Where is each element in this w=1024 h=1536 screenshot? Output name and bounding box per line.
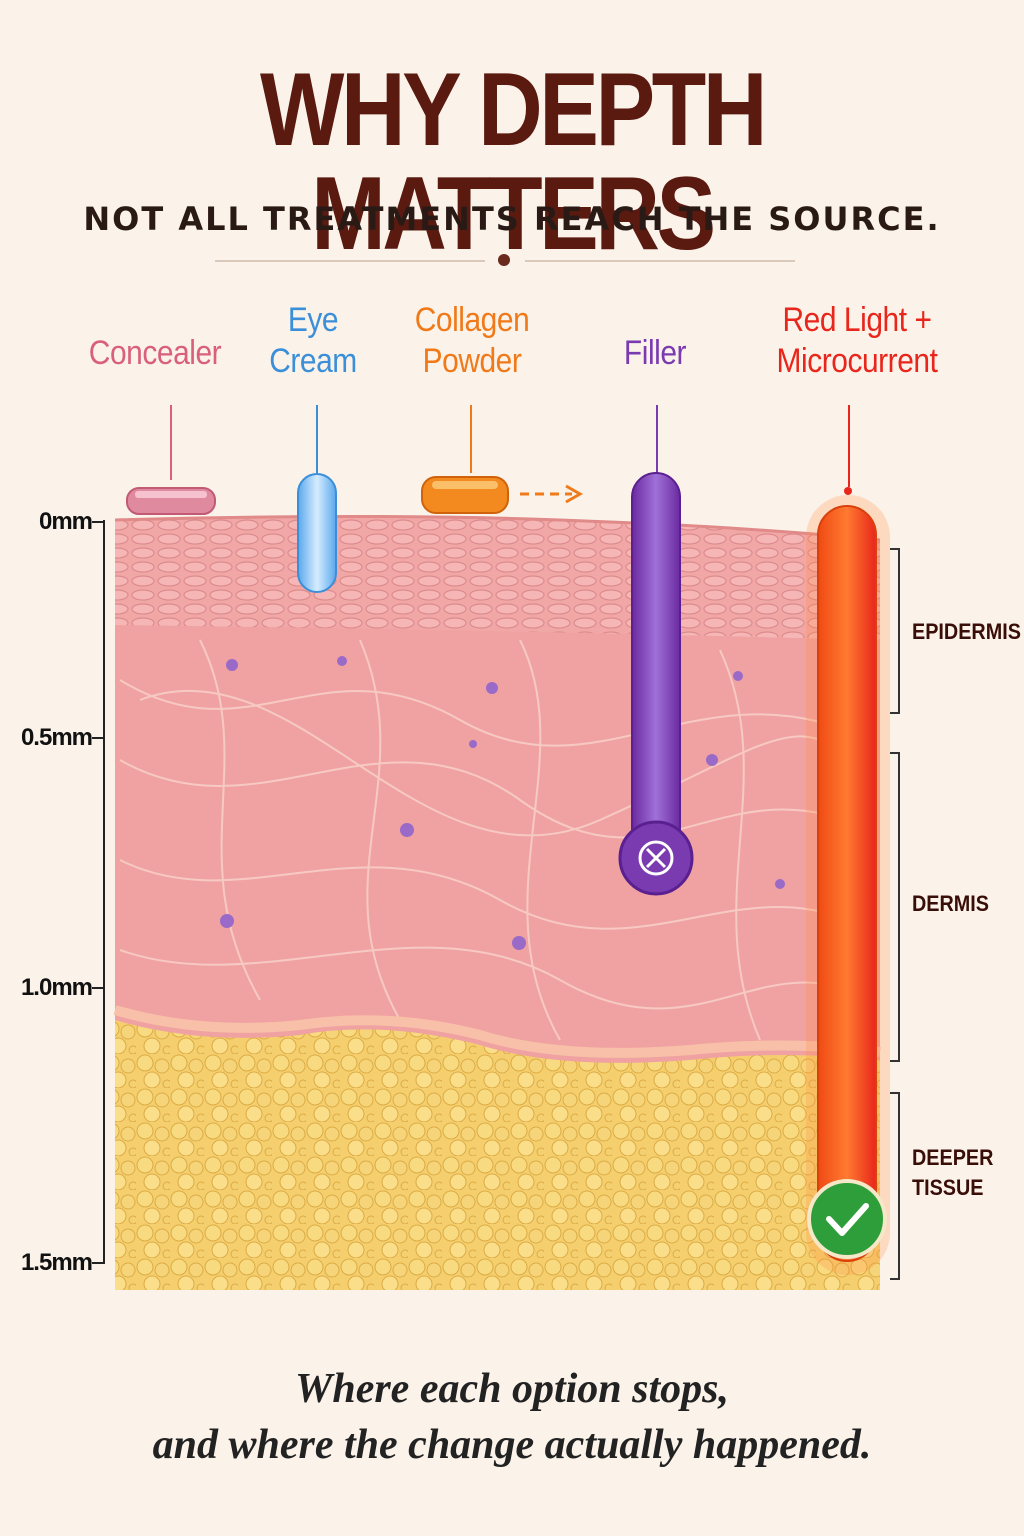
connector-filler [656,405,658,473]
bracket-epidermis [890,548,900,714]
layer-label-epidermis: EPIDERMIS [912,619,1021,644]
depth-tick-10 [92,987,104,989]
connector-eye-cream [316,405,318,473]
treatment-label-concealer: Concealer [88,334,222,372]
caption-line-1: Where each option stops, [294,1366,730,1412]
layer-label-dermis: DERMIS [912,891,990,916]
connector-concealer [170,405,172,480]
page-title: WHY DEPTH MATTERS [259,52,768,272]
x-circle-icon [618,820,694,896]
depth-label-05: 0.5mm [20,724,93,751]
treatment-label-eye-cream: Eye Cream [269,301,357,380]
depth-label-10: 1.0mm [20,974,93,1001]
depth-tick-0 [92,521,104,523]
depth-label-15: 1.5mm [20,1249,93,1276]
treatment-label-red-light-microcurrent: Red Light + Microcurrent [776,301,938,380]
treatment-label-filler: Filler [623,334,687,372]
red-light-tube [817,505,877,1262]
depth-axis [103,520,105,1264]
check-circle-icon [807,1179,887,1259]
divider-right [525,260,795,262]
connector-red-light [848,405,850,487]
depth-tick-05 [92,737,104,739]
layer-label-deeper-tissue: DEEPER TISSUE [912,1145,994,1200]
page-subtitle: NOT ALL TREATMENTS REACH THE SOURCE. [83,200,941,238]
depth-tick-15 [92,1262,104,1264]
connector-collagen-powder [470,405,472,473]
filler-tube [631,472,681,854]
caption-line-2: and where the change actually happened. [152,1422,872,1468]
bracket-dermis [890,752,900,1062]
arrow-right-icon [520,484,584,504]
bracket-deeper-tissue [890,1092,900,1280]
eye-cream-capsule [297,473,337,593]
divider-left [215,260,485,262]
treatment-label-collagen-powder: Collagen Powder [414,301,530,380]
divider-dot [498,254,510,266]
depth-label-0: 0mm [38,508,93,535]
